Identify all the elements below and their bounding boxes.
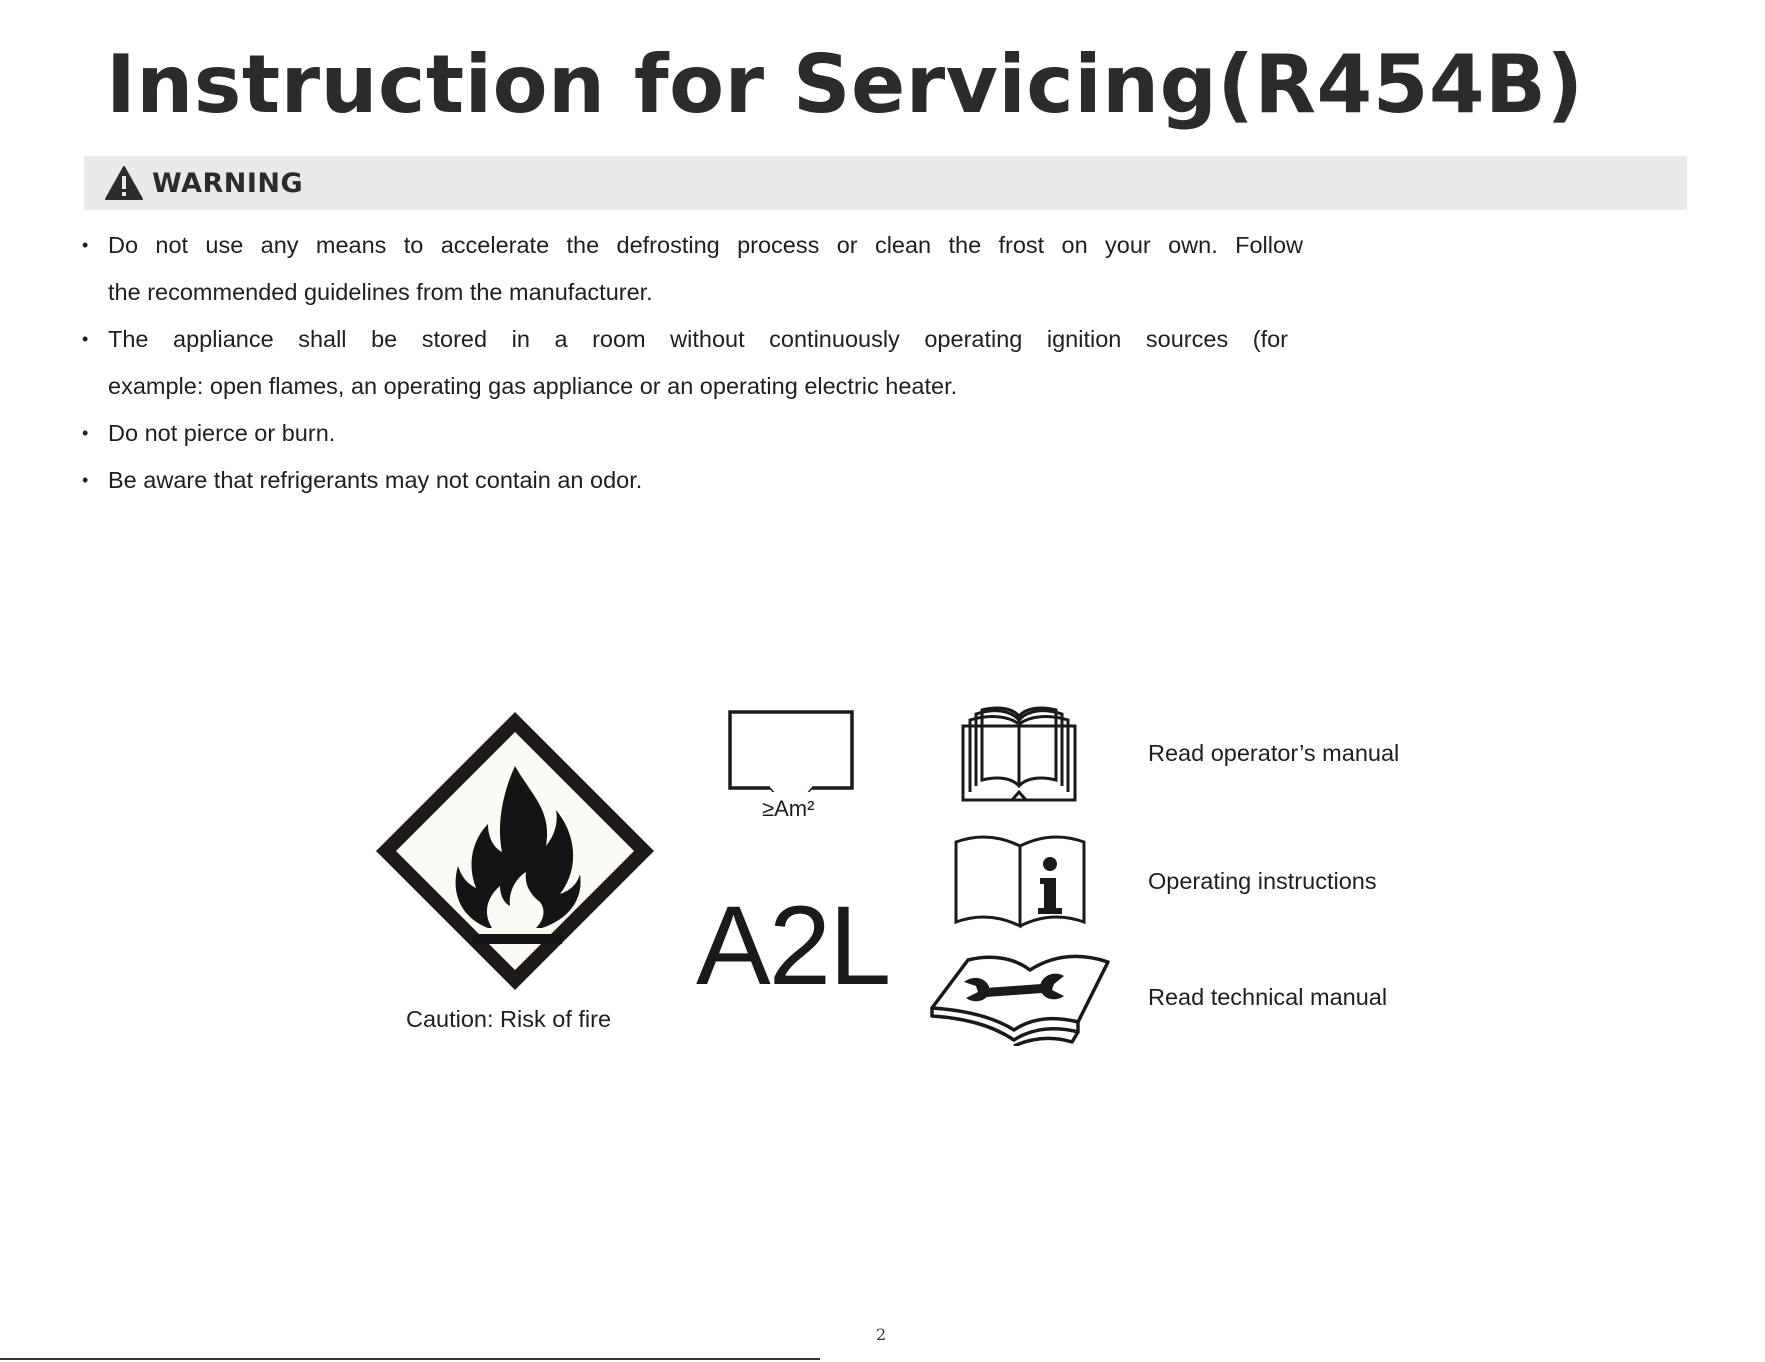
list-item-text: Do not pierce or burn. [108, 420, 336, 446]
page-title: Instruction for Servicing(R454B) [106, 38, 1584, 131]
warning-triangle-icon [105, 166, 143, 200]
footer-divider [0, 1358, 820, 1360]
warning-banner: WARNING [84, 156, 1687, 210]
list-item-text: Be aware that refrigerants may not conta… [108, 467, 643, 493]
list-item-text: the recommended guidelines from the manu… [108, 279, 653, 305]
operating-instructions-label: Operating instructions [1148, 868, 1377, 894]
refrigerant-class-label: A2L [696, 883, 891, 1008]
info-book-icon [954, 835, 1086, 929]
list-item: • Do not pierce or burn. [80, 410, 1260, 457]
list-item: • Do not use any means to accelerate the… [80, 222, 1303, 316]
warning-list: • Do not use any means to accelerate the… [80, 222, 1303, 504]
list-item-text: example: open flames, an operating gas a… [108, 373, 958, 399]
area-label: ≥Am² [762, 796, 815, 821]
list-item: • Be aware that refrigerants may not con… [80, 457, 1260, 504]
warning-label: WARNING [152, 167, 304, 199]
room-area-icon [728, 710, 854, 792]
technical-manual-label: Read technical manual [1148, 984, 1388, 1010]
operator-manual-label: Read operator’s manual [1148, 740, 1400, 766]
list-item-text: Do not use any means to accelerate the d… [108, 232, 1303, 258]
bullet-dot: • [82, 329, 89, 349]
page-number: 2 [876, 1325, 887, 1344]
list-item: • The appliance shall be stored in a roo… [80, 316, 1288, 410]
bullet-dot: • [82, 470, 89, 490]
wrench-book-icon [930, 954, 1110, 1046]
open-book-icon [961, 706, 1077, 802]
bullet-dot: • [82, 235, 89, 255]
list-item-text: The appliance shall be stored in a room … [108, 326, 1288, 352]
bullet-dot: • [82, 423, 89, 443]
flammable-diamond-icon [376, 712, 654, 990]
fire-caption: Caution: Risk of fire [406, 1006, 612, 1032]
